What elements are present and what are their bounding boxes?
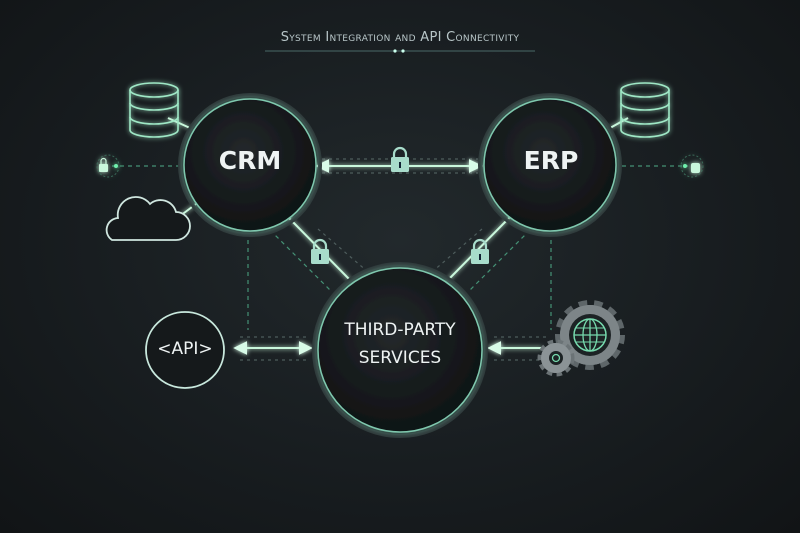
erp-label: ERP	[523, 146, 579, 175]
third-party-label-line2: SERVICES	[358, 348, 442, 368]
third-party-node[interactable]	[312, 262, 488, 438]
third-party-label: THIRD-PARTY SERVICES	[316, 316, 484, 372]
api-node[interactable]	[145, 311, 225, 389]
page-title: System Integration and API Connectivity	[280, 30, 520, 45]
erp-node[interactable]	[478, 93, 622, 237]
gears-globe-icon[interactable]	[537, 300, 625, 377]
lock-icon	[471, 238, 489, 264]
crm-node[interactable]	[178, 93, 322, 237]
erp-thirdparty-link[interactable]	[447, 216, 511, 281]
left-lock-icon	[96, 154, 120, 178]
api-label: <API>	[157, 339, 213, 359]
right-lock-icon	[680, 154, 704, 178]
database-icon	[620, 82, 670, 138]
crm-label: CRM	[218, 146, 282, 175]
lock-icon	[311, 238, 329, 264]
lock-icon	[391, 146, 409, 172]
database-icon	[129, 82, 179, 138]
cloud-icon	[105, 196, 191, 241]
dashed-guides	[112, 165, 688, 330]
third-party-label-line1: THIRD-PARTY	[344, 320, 456, 340]
crm-thirdparty-link[interactable]	[287, 216, 351, 281]
title-divider	[265, 49, 535, 53]
